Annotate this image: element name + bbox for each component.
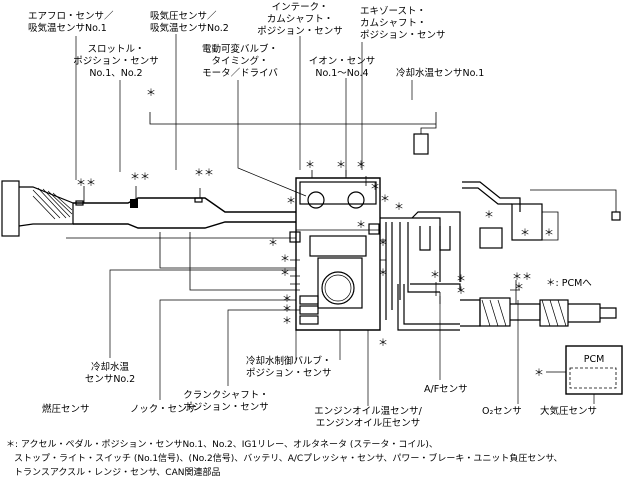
star-marker: ＊ <box>336 160 346 171</box>
svg-text:スロットル・: スロットル・ <box>87 44 144 55</box>
star-marker: ＊ <box>522 272 532 283</box>
label-baro-sensor: 大気圧センサ <box>540 405 597 417</box>
intake-duct <box>73 197 296 229</box>
star-marker: ＊ <box>204 168 214 179</box>
svg-text:吸気温センサNo.1: 吸気温センサNo.1 <box>28 22 107 34</box>
svg-text:＊: アクセル・ペダル・ポジション・センサNo.1、No.2: ＊: アクセル・ペダル・ポジション・センサNo.1、No.2、IG1リレー、オル… <box>6 438 438 450</box>
label-knock-sensor: ノック・センサ <box>130 404 196 415</box>
star-marker: ＊ <box>514 282 524 293</box>
svg-text:イオン・センサ: イオン・センサ <box>309 56 376 67</box>
label-intake-cam-sensor: インテーク・ カムシャフト・ ポジション・センサ <box>257 2 343 37</box>
label-vvt-motor: 電動可変バルブ・ タイミング・ モータ／ドライバ <box>202 43 278 79</box>
star-marker: ＊ <box>282 304 292 315</box>
star-marker: ＊ <box>268 238 278 249</box>
svg-text:エアフロ・センサ／: エアフロ・センサ／ <box>28 11 114 22</box>
star-marker: ＊ <box>140 172 150 183</box>
svg-text:タイミング・: タイミング・ <box>211 55 268 67</box>
label-throttle-sensor: スロットル・ ポジション・センサ No.1、No.2 <box>73 44 159 79</box>
label-coolant-sensor-2: 冷却水温 センサNo.2 <box>85 361 135 385</box>
star-marker: ＊ <box>280 268 290 279</box>
pcm-unit: PCM ＊ <box>534 345 623 404</box>
engine <box>289 177 381 331</box>
svg-text:No.1～No.4: No.1～No.4 <box>315 68 368 79</box>
svg-text:吸気温センサNo.2: 吸気温センサNo.2 <box>150 22 229 34</box>
svg-text:クランクシャフト・: クランクシャフト・ <box>183 390 269 401</box>
star-marker: ＊ <box>378 238 388 249</box>
svg-text:吸気圧センサ／: 吸気圧センサ／ <box>150 10 217 22</box>
svg-text:電動可変バルブ・: 電動可変バルブ・ <box>202 43 278 55</box>
air-cleaner <box>1 180 74 237</box>
star-marker: ＊ <box>76 178 86 189</box>
pcm-markers: ＊ ＊ ＊ ＊ ＊ ＊ ＊ ＊ ＊ ＊ ＊ ＊ ＊ ＊ ＊ ＊ ＊ ＊ ＊ ＊ … <box>76 88 554 349</box>
star-marker: ＊ <box>286 196 296 207</box>
star-marker: ＊ <box>146 88 156 99</box>
star-marker: ＊ <box>356 220 366 231</box>
exhaust-system <box>380 211 617 331</box>
star-marker: ＊ <box>370 182 380 193</box>
coolant-system <box>413 112 621 249</box>
label-coolant-valve-sensor: 冷却水制御バルブ・ ポジション・センサ <box>246 355 332 379</box>
star-marker: ＊ <box>194 168 204 179</box>
svg-text:ポジション・センサ: ポジション・センサ <box>360 30 446 41</box>
svg-text:冷却水制御バルブ・: 冷却水制御バルブ・ <box>246 355 332 367</box>
label-map-sensor: 吸気圧センサ／ 吸気温センサNo.2 <box>150 10 229 34</box>
pcm-star: ＊ <box>534 368 544 379</box>
star-marker: ＊ <box>130 172 140 183</box>
svg-text:モータ／ドライバ: モータ／ドライバ <box>202 68 278 79</box>
star-marker: ＊ <box>456 286 466 297</box>
star-marker: ＊ <box>544 228 554 239</box>
svg-text:ポジション・センサ: ポジション・センサ <box>257 26 343 37</box>
svg-text:エキゾースト・: エキゾースト・ <box>360 6 426 17</box>
label-pcm-note: ＊: PCMへ <box>546 278 592 289</box>
star-marker: ＊ <box>380 194 390 205</box>
svg-text:トランスアクスル・レンジ・センサ、CAN関連部品: トランスアクスル・レンジ・センサ、CAN関連部品 <box>14 466 220 478</box>
label-af-sensor: A/Fセンサ <box>424 384 468 395</box>
star-marker: ＊ <box>356 160 366 171</box>
label-exhaust-cam-sensor: エキゾースト・ カムシャフト・ ポジション・センサ <box>360 6 446 41</box>
svg-text:インテーク・: インテーク・ <box>272 2 329 13</box>
svg-text:ストップ・ライト・スイッチ (No.1信号)、(No.2信号: ストップ・ライト・スイッチ (No.1信号)、(No.2信号)、バッテリ、A/C… <box>14 452 563 464</box>
label-crank-sensor: クランクシャフト・ ポジション・センサ <box>183 390 269 413</box>
label-airflow-sensor: エアフロ・センサ／ 吸気温センサNo.1 <box>28 11 114 34</box>
svg-text:カムシャフト・: カムシャフト・ <box>360 18 427 29</box>
star-marker: ＊ <box>456 274 466 285</box>
star-marker: ＊ <box>282 316 292 327</box>
star-marker: ＊ <box>280 254 290 265</box>
star-marker: ＊ <box>394 202 404 213</box>
star-marker: ＊ <box>86 178 96 189</box>
svg-text:エンジンオイル温センサ/: エンジンオイル温センサ/ <box>314 406 423 417</box>
label-oil-sensor: エンジンオイル温センサ/ エンジンオイル圧センサ <box>314 406 423 429</box>
label-coolant-sensor-1: 冷却水温センサNo.1 <box>396 67 484 79</box>
svg-text:カムシャフト・: カムシャフト・ <box>267 14 334 25</box>
star-marker: ＊ <box>378 268 388 279</box>
svg-text:ポジション・センサ: ポジション・センサ <box>73 56 159 67</box>
star-marker: ＊ <box>484 210 494 221</box>
star-marker: ＊ <box>520 228 530 239</box>
star-marker: ＊ <box>305 160 315 171</box>
harness-wires <box>83 112 520 304</box>
pcm-label: PCM <box>584 354 605 365</box>
svg-text:エンジンオイル圧センサ: エンジンオイル圧センサ <box>316 418 421 429</box>
svg-text:センサNo.2: センサNo.2 <box>85 374 135 385</box>
svg-text:No.1、No.2: No.1、No.2 <box>89 68 142 79</box>
star-marker: ＊ <box>512 272 522 283</box>
label-fuel-pressure-sensor: 燃圧センサ <box>42 403 90 415</box>
star-marker: ＊ <box>378 338 388 349</box>
svg-text:ポジション・センサ: ポジション・センサ <box>183 402 269 413</box>
star-marker: ＊ <box>430 270 440 281</box>
leader-lines <box>66 34 519 406</box>
svg-text:ポジション・センサ: ポジション・センサ <box>246 368 332 379</box>
star-marker: ＊ <box>282 294 292 305</box>
label-ion-sensor: イオン・センサ No.1～No.4 <box>309 56 376 79</box>
footnote: ＊: アクセル・ペダル・ポジション・センサNo.1、No.2、IG1リレー、オル… <box>6 438 563 478</box>
label-o2-sensor: O₂センサ <box>482 406 522 417</box>
svg-text:冷却水温: 冷却水温 <box>91 361 130 373</box>
